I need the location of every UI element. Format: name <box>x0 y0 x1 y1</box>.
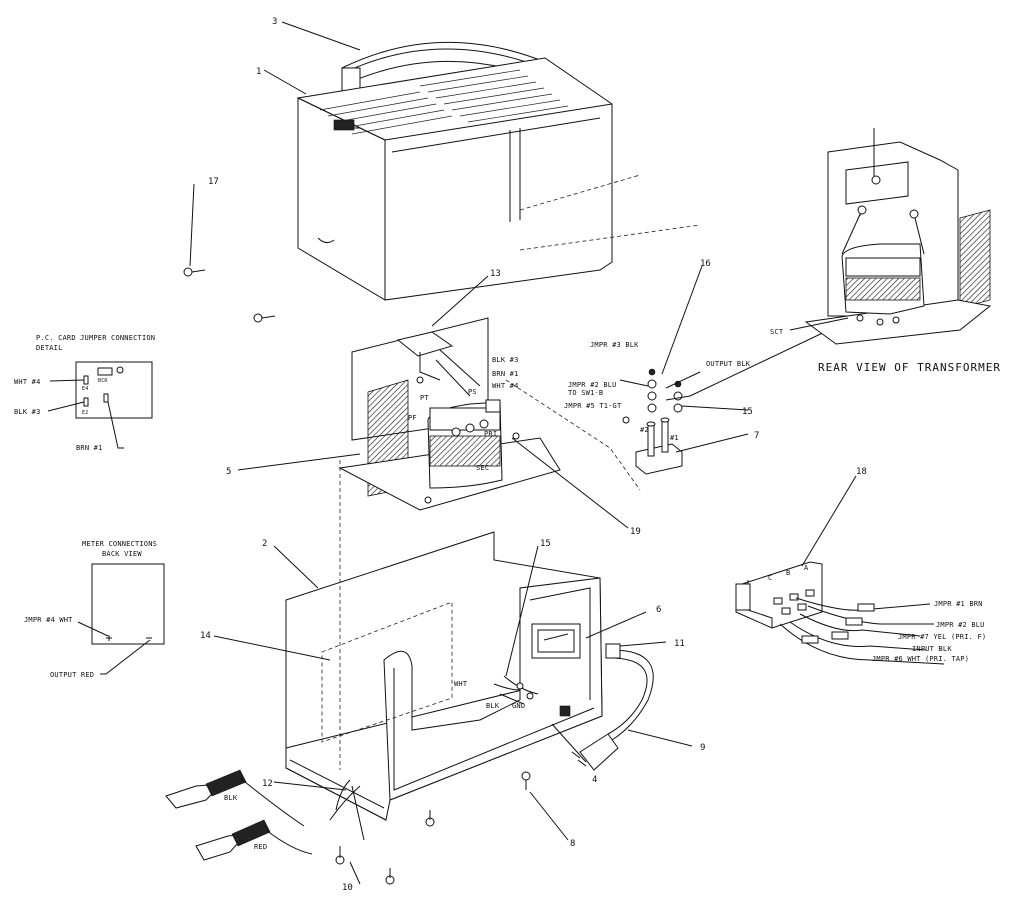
base-blk: BLK <box>486 702 500 710</box>
callout-6: 6 <box>656 605 661 615</box>
cover-part <box>296 57 701 301</box>
base-labels: WHT BLK GND <box>454 680 525 710</box>
pc-card-brn1: BRN #1 <box>76 444 103 452</box>
pc-card-blk3: BLK #3 <box>14 408 41 416</box>
rear-view-transformer <box>804 128 992 345</box>
transformer-brn1: BRN #1 <box>492 370 519 378</box>
pc-card-wht4: WHT #4 <box>14 378 41 386</box>
pc-card-labels: P.C. CARD JUMPER CONNECTION DETAIL WHT #… <box>14 334 155 452</box>
terminal-jmpr5: JMPR #5 T1-GT <box>564 402 622 410</box>
transformer-pri: PRI <box>484 430 497 438</box>
meter-jmpr4: JMPR #4 WHT <box>24 616 73 624</box>
base-gnd: GND <box>512 702 525 710</box>
callout-numbers: 1 2 3 4 5 6 7 8 9 10 11 12 13 14 15 15 1… <box>200 17 867 893</box>
transformer-blk3: BLK #3 <box>492 356 519 364</box>
pc-card-detail <box>47 361 153 449</box>
pc-card-e2: E2 <box>82 410 88 416</box>
meter-title-2: BACK VIEW <box>102 550 142 558</box>
switch-jmpr2: JMPR #2 BLU <box>936 621 985 629</box>
transformer-labels: BLK #3 BRN #1 WHT #4 PT PS PF PRI SEC <box>408 356 519 472</box>
callout-13: 13 <box>490 269 501 279</box>
meter-labels: METER CONNECTIONS BACK VIEW JMPR #4 WHT … <box>24 540 157 679</box>
terminal-jmpr2: JMPR #2 BLU <box>568 381 617 389</box>
clamp-red: RED <box>254 843 267 851</box>
callout-16: 16 <box>700 259 711 269</box>
base-part <box>285 460 603 821</box>
battery-clamps <box>165 769 365 861</box>
terminal-to-sw: TO SW1-B <box>568 389 603 397</box>
terminal-output-blk: OUTPUT BLK <box>706 360 751 368</box>
transformer-pt: PT <box>420 394 429 402</box>
screws <box>183 267 531 885</box>
switch-jmpr6: JMPR #6 WHT (PRI. TAP) <box>872 655 969 663</box>
callout-19: 19 <box>630 527 641 537</box>
pc-card-title-1: P.C. CARD JUMPER CONNECTION <box>36 334 155 342</box>
transformer-pf: PF <box>408 414 417 422</box>
switch-input-blk: INPUT BLK <box>912 645 952 653</box>
terminal-jmpr3: JMPR #3 BLK <box>590 341 639 349</box>
callout-11: 11 <box>674 639 685 649</box>
switch-pos-a: A <box>804 564 809 572</box>
callout-3: 3 <box>272 17 277 27</box>
callout-1: 1 <box>256 67 261 77</box>
callout-10: 10 <box>342 883 353 893</box>
callout-18: 18 <box>856 467 867 477</box>
callout-15-terminal: 15 <box>742 407 753 417</box>
callout-7: 7 <box>754 431 759 441</box>
pc-card-bcr: BCR <box>98 378 108 384</box>
leader-lines <box>189 21 857 885</box>
callout-17: 17 <box>208 177 219 187</box>
transformer-sec: SEC <box>476 464 489 472</box>
transformer-wht4: WHT #4 <box>492 382 519 390</box>
callout-12: 12 <box>262 779 273 789</box>
switch-jmpr7: JMPR #7 YEL (PRI. F) <box>898 633 986 641</box>
switch-detail <box>735 561 945 665</box>
callout-14: 14 <box>200 631 211 641</box>
callout-15-base: 15 <box>540 539 551 549</box>
callout-4: 4 <box>592 775 597 785</box>
pc-card-e4: E4 <box>82 386 88 392</box>
callout-2: 2 <box>262 539 267 549</box>
clamp-labels: BLK RED <box>224 794 267 851</box>
callout-9: 9 <box>700 743 705 753</box>
terminal-t2: #2 <box>640 426 649 434</box>
transformer-assembly <box>338 317 641 511</box>
terminal-block <box>619 319 851 475</box>
switch-pos-c: C <box>768 574 772 582</box>
clamp-blk: BLK <box>224 794 238 802</box>
rear-view-labels: REAR VIEW OF TRANSFORMER SCT <box>770 328 1001 374</box>
rear-view-sct: SCT <box>770 328 784 336</box>
rear-view-title: REAR VIEW OF TRANSFORMER <box>818 361 1001 374</box>
meter-output-red: OUTPUT RED <box>50 671 94 679</box>
power-cord <box>571 643 654 771</box>
switch-labels: JMPR #1 BRN JMPR #2 BLU JMPR #7 YEL (PRI… <box>768 564 986 663</box>
pc-card-title-2: DETAIL <box>36 344 63 352</box>
terminal-t1: #1 <box>670 434 679 442</box>
callout-8: 8 <box>570 839 575 849</box>
meter-detail <box>77 563 165 675</box>
switch-jmpr1: JMPR #1 BRN <box>934 600 983 608</box>
meter-title-1: METER CONNECTIONS <box>82 540 157 548</box>
transformer-ps: PS <box>468 388 477 396</box>
base-wht: WHT <box>454 680 468 688</box>
terminal-block-labels: JMPR #3 BLK JMPR #2 BLU TO SW1-B JMPR #5… <box>564 341 751 442</box>
switch-pos-b: B <box>786 569 790 577</box>
callout-5: 5 <box>226 467 231 477</box>
